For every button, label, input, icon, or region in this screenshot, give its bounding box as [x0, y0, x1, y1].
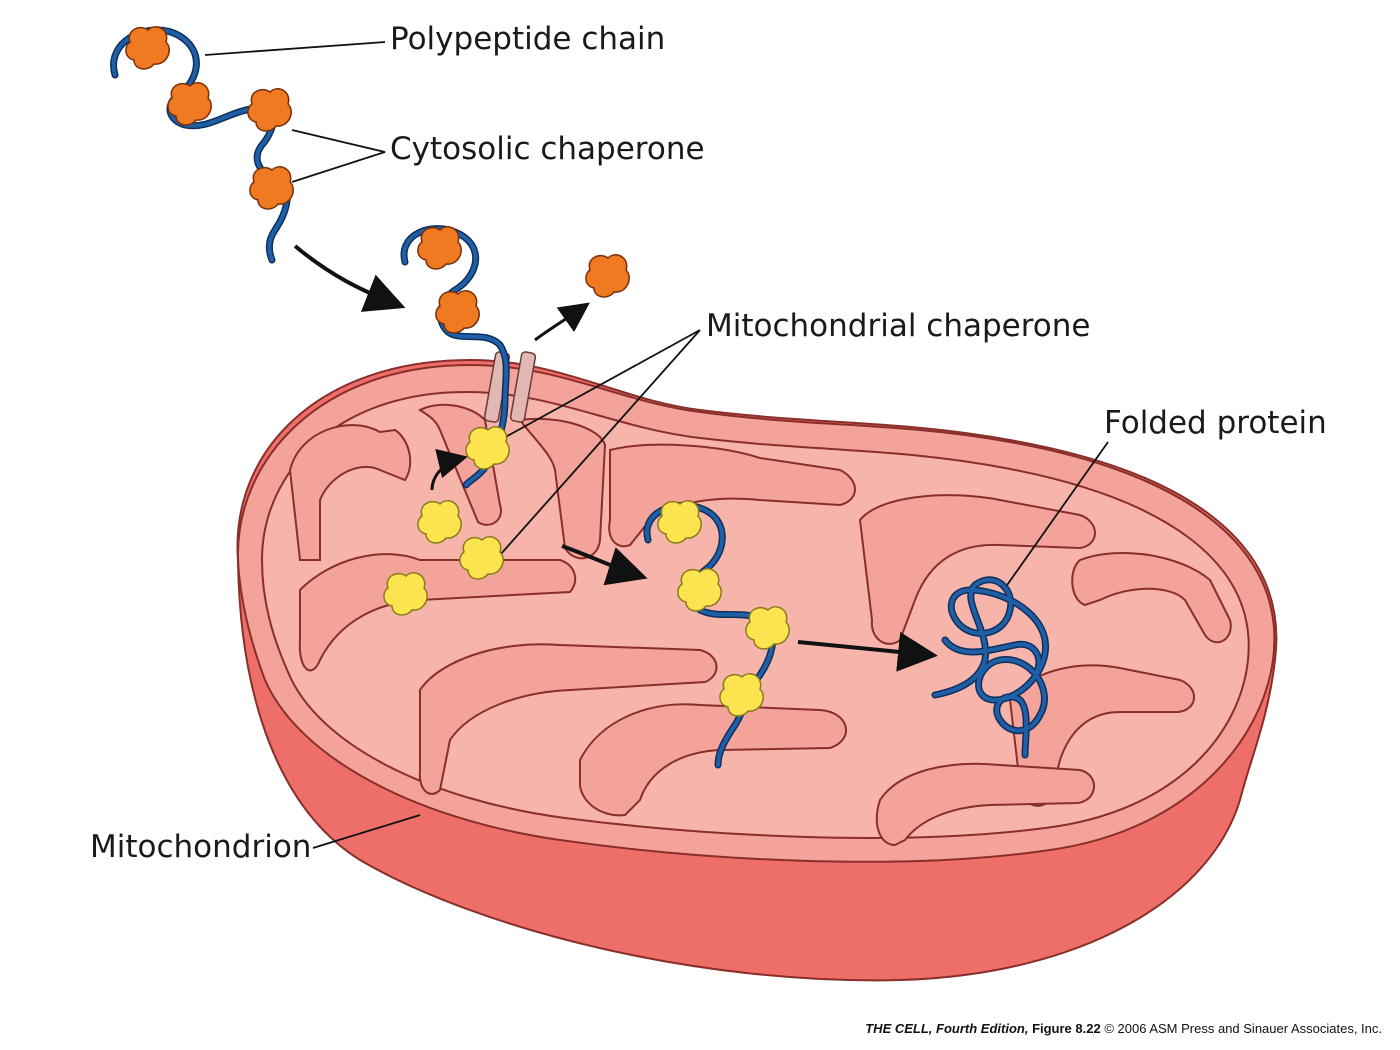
- credit-copyright: © 2006 ASM Press and Sinauer Associates,…: [1104, 1021, 1382, 1036]
- credit-figure: Figure 8.22: [1032, 1021, 1101, 1036]
- pointer-lines: [204, 41, 1109, 849]
- arrow-chaperone-release: [534, 302, 590, 342]
- arrow-to-mito-chaperone: [430, 448, 468, 491]
- arrow-to-membrane: [293, 244, 406, 312]
- label-mitochondrion: Mitochondrion: [90, 829, 312, 865]
- cytosolic-chaperone-blob: [125, 26, 170, 70]
- label-mitochondrial-chaperone: Mitochondrial chaperone: [706, 308, 1091, 344]
- polypeptide-chain-matrix: [643, 500, 790, 769]
- credit-book: THE CELL, Fourth Edition,: [865, 1021, 1029, 1036]
- figure-credit: THE CELL, Fourth Edition, Figure 8.22 © …: [865, 1021, 1382, 1036]
- polypeptide-chain-cytosol: [110, 26, 294, 264]
- cytosolic-chaperone-blob: [249, 166, 294, 210]
- mitochondrion: [236, 358, 1278, 982]
- cytosolic-chaperone-blob: [247, 88, 292, 132]
- cytosolic-chaperone-blob: [417, 226, 462, 270]
- label-cytosolic-chaperone: Cytosolic chaperone: [390, 131, 705, 167]
- arrow-to-folded: [797, 631, 938, 672]
- process-arrows: [293, 244, 938, 672]
- arrow-to-binding: [561, 544, 648, 586]
- folded-protein: [931, 576, 1049, 759]
- released-cytosolic-chaperone: [585, 254, 630, 298]
- label-polypeptide-chain: Polypeptide chain: [390, 21, 666, 57]
- label-folded-protein: Folded protein: [1104, 405, 1327, 441]
